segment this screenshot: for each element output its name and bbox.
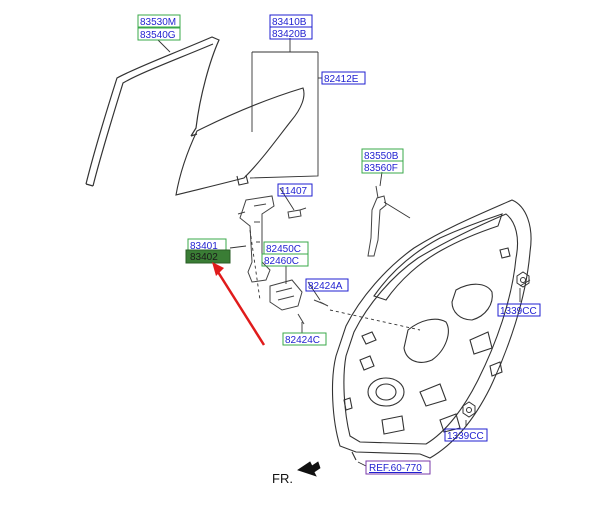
- label-11407-group: 11407: [277, 183, 313, 197]
- label-82424a: 82424A: [308, 281, 343, 292]
- label-82424c: 82424C: [285, 335, 320, 346]
- label-83540g: 83540G: [140, 30, 176, 41]
- label-82424c-group: 82424C: [282, 332, 327, 346]
- window-run-channel: [85, 36, 220, 187]
- label-82412e-group: 82412E: [321, 71, 366, 85]
- label-1339cc-top-group: 1339CC: [497, 303, 541, 317]
- label-83530m-group: 83530M 83540G: [137, 14, 181, 41]
- label-83560f: 83560F: [364, 163, 398, 174]
- label-11407: 11407: [280, 186, 308, 197]
- door-glass: [175, 87, 305, 196]
- label-83530m: 83530M: [140, 17, 176, 28]
- reference-label-group: REF.60-770: [365, 460, 431, 475]
- label-83401: 83401: [190, 241, 218, 252]
- label-1339cc-bottom: 1339CC: [447, 431, 484, 442]
- label-83410b: 83410B: [272, 17, 307, 28]
- leader-lines: [157, 38, 531, 467]
- label-83550b-group: 83550B 83560F: [361, 148, 404, 174]
- door-panel: [331, 199, 532, 461]
- label-82450c: 82450C: [266, 244, 301, 255]
- label-82412e: 82412E: [324, 74, 359, 85]
- label-83401-group: 83401 83402: [185, 238, 231, 264]
- reference-label: REF.60-770: [369, 463, 422, 474]
- label-83402: 83402: [190, 252, 218, 263]
- front-label: FR.: [272, 471, 293, 486]
- label-83410b-group: 83410B 83420B: [269, 14, 313, 40]
- label-1339cc-bottom-group: 1339CC: [444, 428, 488, 442]
- nut-top: [516, 271, 530, 288]
- front-direction-arrow-icon: [297, 461, 321, 477]
- window-regulator: [237, 195, 329, 325]
- label-82450c-group: 82450C 82460C: [261, 241, 309, 267]
- rear-channel: [367, 185, 387, 257]
- label-82424a-group: 82424A: [305, 278, 349, 292]
- label-1339cc-top: 1339CC: [500, 306, 537, 317]
- label-82460c: 82460C: [264, 256, 299, 267]
- label-83420b: 83420B: [272, 29, 307, 40]
- label-83550b: 83550B: [364, 151, 399, 162]
- red-pointer-arrow-icon: [212, 262, 266, 346]
- nut-bottom: [462, 401, 476, 418]
